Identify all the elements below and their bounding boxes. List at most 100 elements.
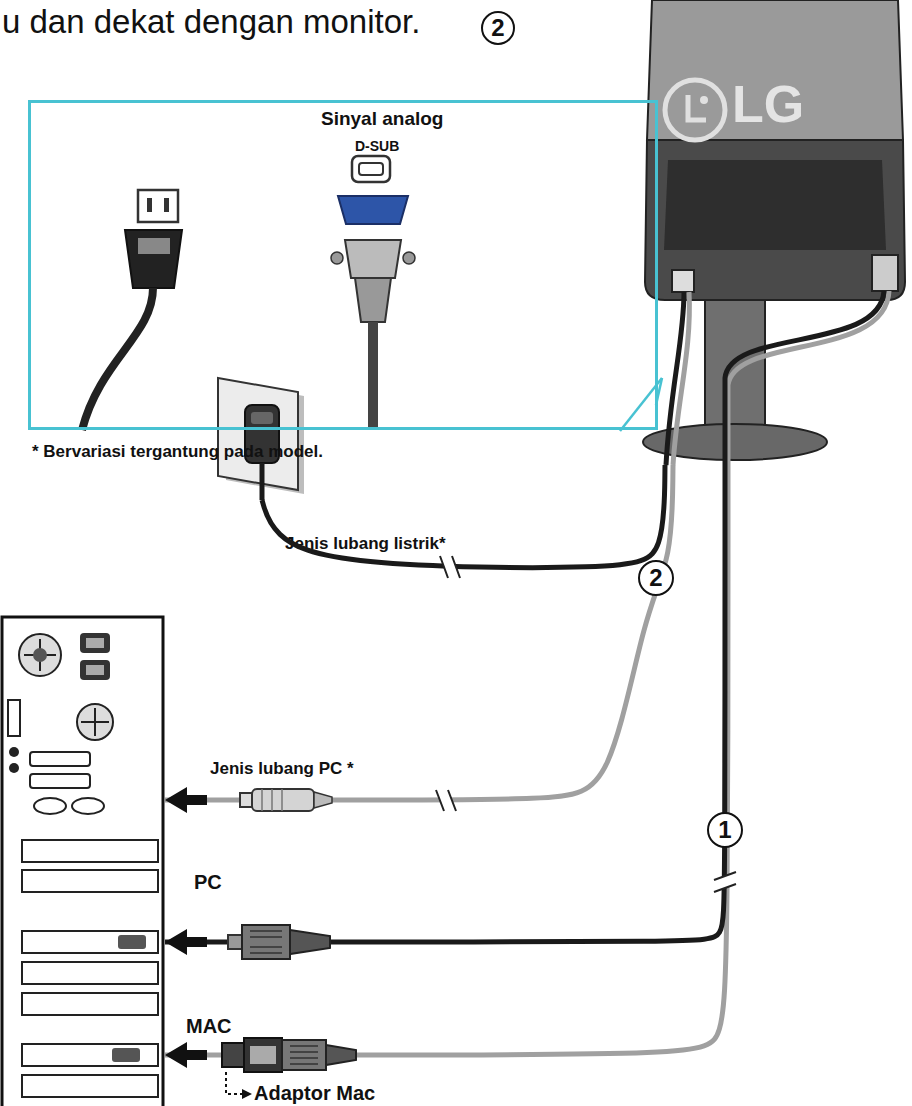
- node-text: MAC: [186, 1015, 232, 1037]
- inset-box: Sinyal analogD-SUB: [28, 100, 658, 430]
- node-title: Sinyal analog: [321, 109, 443, 130]
- power-cord: [82, 288, 153, 430]
- dsub-icon-inner: [359, 163, 383, 175]
- vga-out: [118, 935, 146, 949]
- iec-socket: [80, 660, 110, 680]
- port: [34, 798, 66, 814]
- monitor-panel: [664, 160, 886, 250]
- node-title: LG: [732, 76, 804, 133]
- note-text: * Bervariasi tergantung pada model.: [32, 443, 323, 462]
- cable-connector: [165, 465, 725, 942]
- plug-ridges: [262, 789, 282, 811]
- plug-screw: [403, 252, 415, 264]
- vga-boot: [290, 930, 330, 954]
- monitor: LG: [640, 0, 912, 465]
- cable-connector: [165, 465, 673, 800]
- expansion-slot: [22, 870, 158, 892]
- stand-neck: [705, 300, 765, 435]
- vga-plug: [282, 1040, 326, 1070]
- vga-boot: [326, 1045, 356, 1065]
- logo-circle: [665, 80, 725, 140]
- plug-tip: [240, 793, 252, 807]
- expansion-slot: [22, 1075, 158, 1097]
- pc-tower: PCMAC: [0, 615, 165, 1106]
- node-title: Jenis lubang listrik*: [285, 535, 446, 554]
- leader-line: [656, 378, 662, 405]
- plug-grip: [290, 1046, 318, 1064]
- mac-adaptor-face: [250, 1046, 276, 1064]
- vga-socket: [338, 196, 408, 224]
- callout-number: 2: [638, 560, 674, 596]
- node-text: D-SUB: [355, 139, 399, 154]
- vga-cord: [368, 322, 378, 430]
- pc-tower: [2, 617, 163, 1106]
- expansion-slot: [22, 1044, 158, 1066]
- callout-number: 2: [481, 11, 515, 45]
- socket-slot: [147, 198, 152, 212]
- break-mark: [440, 556, 460, 578]
- mac-adaptor: [244, 1038, 282, 1072]
- power-port: [672, 270, 694, 292]
- instruction-text: u dan dekat dengan monitor.: [2, 4, 420, 40]
- part-label: Adaptor Mac: [254, 1082, 375, 1104]
- expansion-slot: [22, 931, 158, 953]
- power-plug-face: [138, 238, 170, 254]
- vga-plug: [242, 925, 290, 959]
- parallel-port: [30, 752, 90, 766]
- cable-connector: [262, 465, 665, 568]
- iec-socket-face: [86, 665, 104, 675]
- pointer-head: [242, 1089, 252, 1099]
- socket-slot: [164, 198, 169, 212]
- vga-boot: [355, 278, 391, 322]
- power-cable-stub: [673, 292, 689, 465]
- mac-out: [112, 1048, 140, 1062]
- socket-icon: [138, 190, 178, 222]
- fan: [77, 704, 113, 740]
- callout-number: 1: [707, 812, 743, 848]
- logo-dot: [700, 96, 708, 104]
- plug-grip: [250, 931, 282, 953]
- ps2-port: [9, 763, 19, 773]
- leader-line: [620, 378, 662, 431]
- fan-grill: [81, 708, 109, 736]
- mac-adaptor-pins: [222, 1043, 244, 1067]
- dsub-icon: [352, 156, 390, 182]
- vga-port: [872, 255, 898, 291]
- break-mark: [714, 872, 736, 892]
- ps2-port: [9, 747, 19, 757]
- plug-cord-stub: [260, 463, 265, 500]
- fan-hub: [33, 648, 47, 662]
- break-gap: [440, 556, 460, 578]
- break-gap: [714, 872, 736, 892]
- port: [72, 798, 104, 814]
- wall-outlet: Jenis lubang listrik*: [210, 375, 305, 500]
- fan: [19, 634, 61, 676]
- plug-boot: [314, 792, 332, 808]
- expansion-slot: [22, 993, 158, 1015]
- wall-outlet: [218, 378, 298, 490]
- vga-plug: [345, 240, 401, 278]
- parallel-port: [30, 774, 90, 788]
- plug-screw: [331, 252, 343, 264]
- fan-grill: [24, 639, 56, 671]
- signal-cable-stub: [725, 291, 884, 465]
- pointer-line: [226, 1072, 242, 1094]
- port-label: Jenis lubang PC *: [210, 760, 354, 779]
- break-gap: [436, 790, 456, 811]
- expansion-slot: [22, 962, 158, 984]
- break-mark: [436, 790, 456, 811]
- power-plug: [125, 230, 182, 288]
- expansion-slot: [22, 840, 158, 862]
- iec-socket-face: [86, 638, 104, 648]
- node-title: PC: [194, 871, 222, 893]
- pc-power-plug: [252, 789, 314, 811]
- iec-socket: [80, 633, 110, 653]
- monitor-lower: [645, 140, 905, 300]
- wall-plug-face: [251, 412, 273, 424]
